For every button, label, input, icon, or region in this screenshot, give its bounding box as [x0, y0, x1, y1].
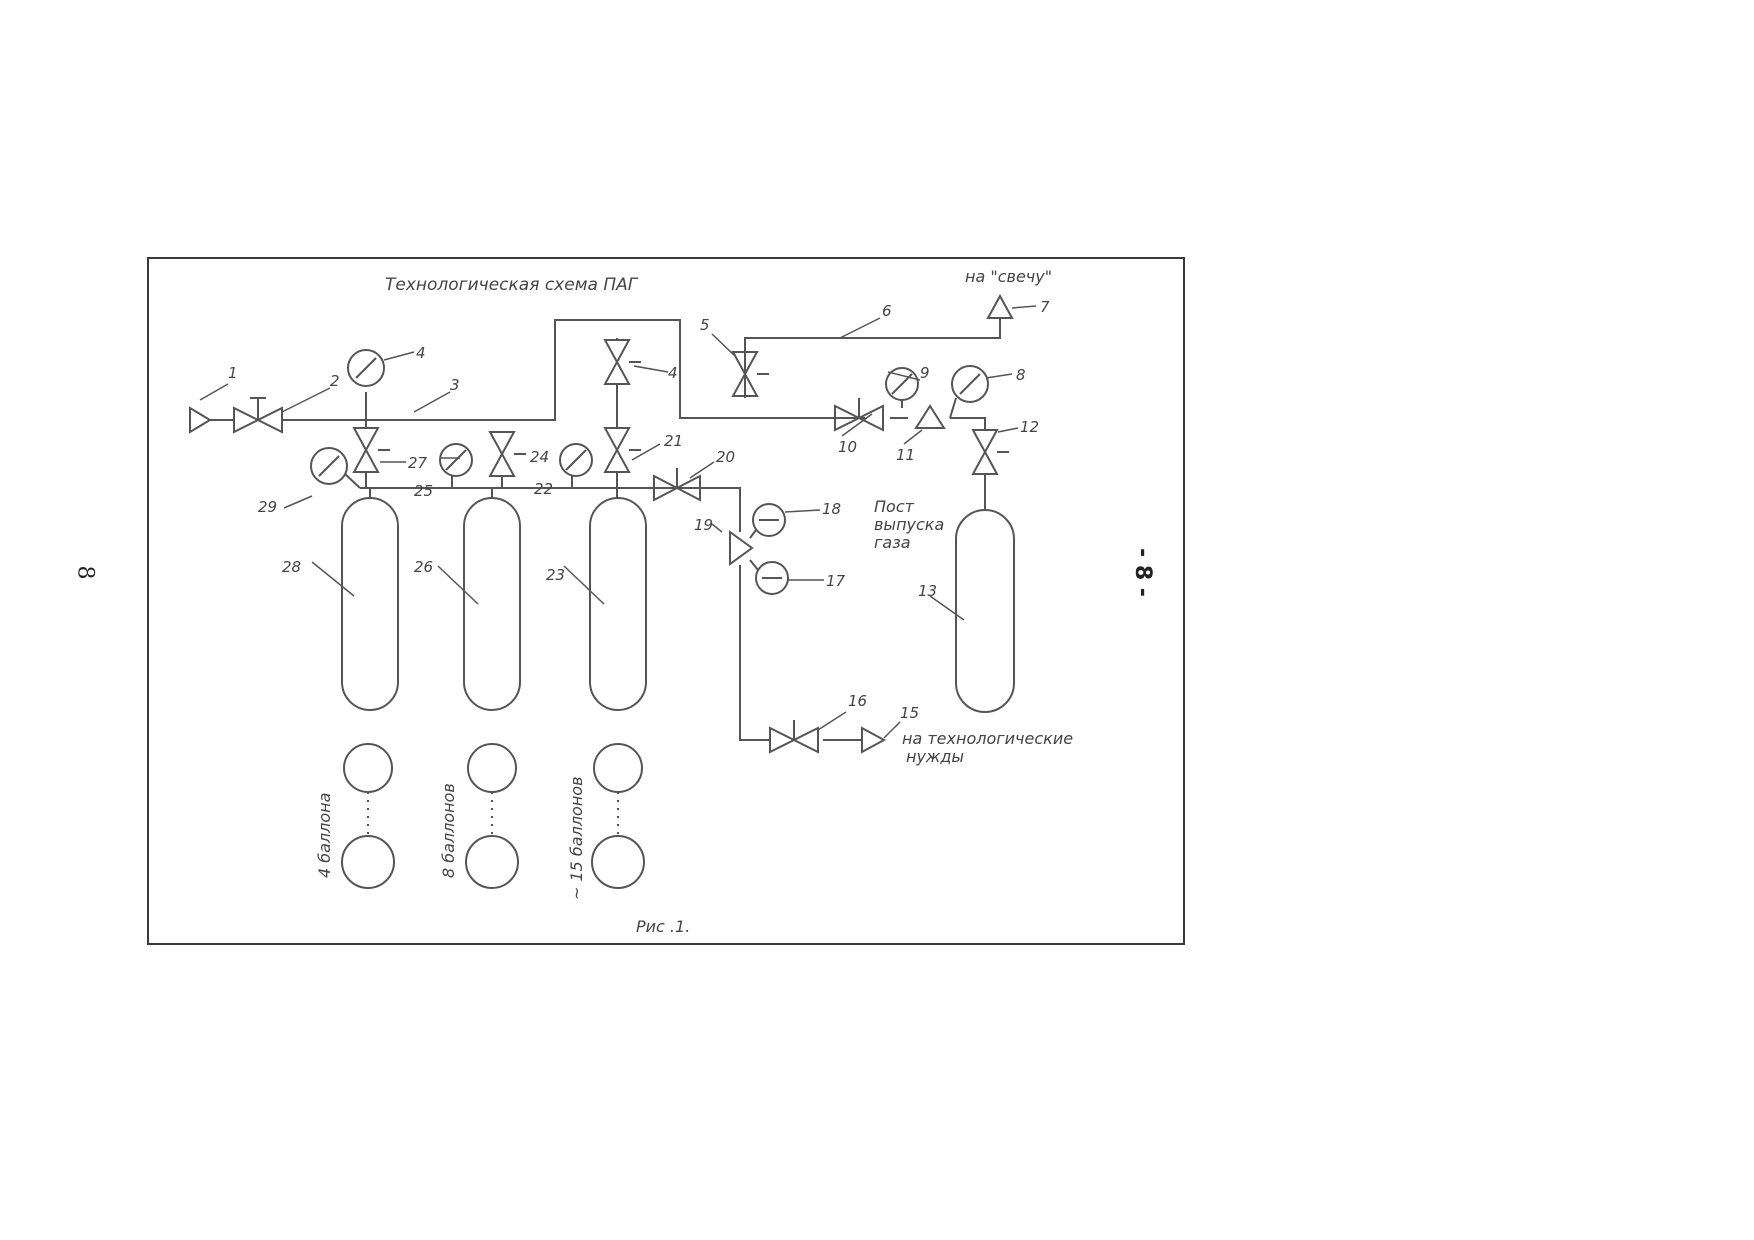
- valve-12: [971, 429, 1009, 510]
- valve-4-upper: [603, 338, 641, 420]
- gauge-4: [347, 349, 385, 420]
- bottle-group-1: [341, 743, 395, 889]
- label-8: 8: [1016, 366, 1026, 384]
- pipe-to-reducer19: [700, 487, 741, 532]
- label-tech-line2: нужды: [906, 747, 964, 766]
- cylinder-28: [341, 488, 399, 711]
- gauge-8: [949, 365, 989, 419]
- label-3: 3: [450, 376, 460, 394]
- gauge-29: [310, 447, 361, 489]
- label-26: 26: [414, 558, 433, 576]
- cylinder-23: [589, 488, 647, 711]
- label-5: 5: [700, 316, 710, 334]
- label-15: 15: [900, 704, 919, 722]
- gauge-17: [749, 559, 789, 595]
- label-12: 12: [1020, 418, 1039, 436]
- valve-2: [233, 397, 290, 434]
- label-4b: 4: [668, 364, 678, 382]
- pipe-to-bottle13: [950, 417, 986, 430]
- label-27: 27: [408, 454, 428, 472]
- label-24: 24: [530, 448, 549, 466]
- diagram-frame: [147, 257, 1185, 945]
- diagram-title: Технологическая схема ПАГ: [385, 275, 639, 295]
- label-16: 16: [848, 692, 867, 710]
- label-11: 11: [896, 446, 915, 464]
- bottle-group-3: [591, 743, 645, 889]
- reducer-19: [729, 530, 754, 566]
- label-post-line1: Пост: [874, 497, 915, 516]
- label-19: 19: [694, 516, 713, 534]
- label-17: 17: [826, 572, 846, 590]
- label-post-line2: выпуска: [874, 515, 944, 534]
- label-group-1: 4 баллона: [315, 793, 334, 878]
- valve-20: [653, 468, 701, 502]
- label-2: 2: [330, 372, 340, 390]
- label-group-3: ~ 15 баллонов: [567, 776, 586, 900]
- bottle-group-2: [465, 743, 519, 889]
- gauge-18: [749, 503, 786, 539]
- label-7: 7: [1040, 298, 1050, 316]
- gauge-25: [439, 443, 473, 488]
- figure-caption: Рис .1.: [636, 917, 690, 936]
- label-10: 10: [838, 438, 857, 456]
- vent-pipe: [744, 318, 1001, 398]
- valve-16: [769, 720, 819, 754]
- label-28: 28: [282, 558, 301, 576]
- label-25: 25: [414, 482, 433, 500]
- label-to-candle: на "свечу": [965, 267, 1052, 286]
- reducer-11: [914, 404, 946, 429]
- label-post-line3: газа: [874, 533, 911, 552]
- label-group-2: 8 баллонов: [439, 783, 458, 878]
- valve-10: [834, 398, 884, 432]
- valve-5: [731, 338, 769, 397]
- label-21: 21: [664, 432, 683, 450]
- label-1: 1: [228, 364, 238, 382]
- label-23: 23: [546, 566, 565, 584]
- inlet-fitting-1: [189, 406, 234, 434]
- label-20: 20: [716, 448, 735, 466]
- label-29: 29: [258, 498, 277, 516]
- pipe-to-valve16: [739, 565, 770, 741]
- label-22: 22: [534, 480, 553, 498]
- gauge-22: [559, 443, 593, 488]
- label-tech-line1: на технологические: [902, 729, 1073, 748]
- valve-27: [352, 420, 390, 488]
- main-pipe: [286, 319, 865, 421]
- label-9: 9: [920, 364, 930, 382]
- cylinder-13: [955, 509, 1015, 713]
- valve-24: [488, 431, 526, 488]
- leader-lines: [199, 305, 1037, 739]
- valve-21: [603, 420, 641, 488]
- cylinder-26: [463, 488, 521, 711]
- outlet-15: [861, 726, 887, 754]
- label-13: 13: [918, 582, 937, 600]
- label-4a: 4: [416, 344, 426, 362]
- label-6: 6: [882, 302, 892, 320]
- vent-outlet-7: [986, 293, 1014, 319]
- gauge-9: [885, 367, 919, 408]
- label-18: 18: [822, 500, 841, 518]
